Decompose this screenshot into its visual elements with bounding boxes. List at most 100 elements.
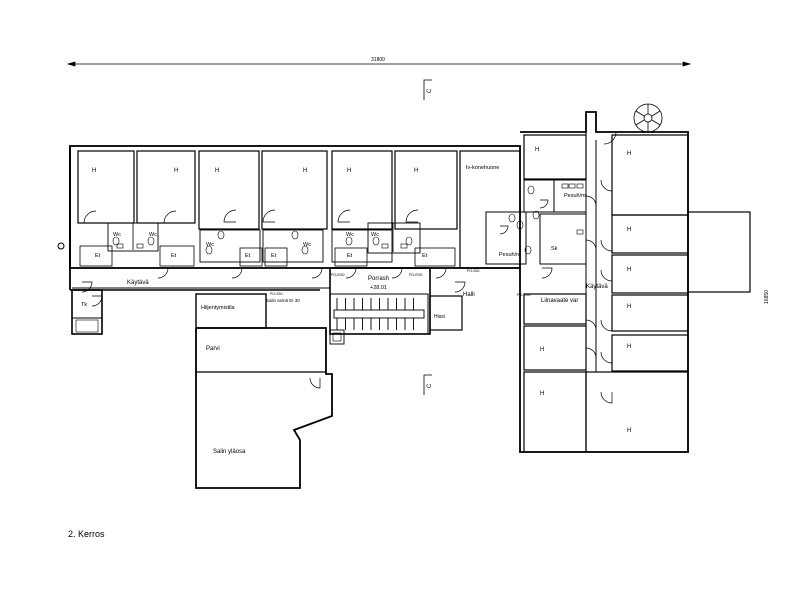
toilet-fixture bbox=[527, 185, 535, 195]
room-label-wc: Wc bbox=[149, 232, 157, 238]
door-swing bbox=[435, 267, 447, 279]
door-swing bbox=[231, 267, 243, 279]
door-swing bbox=[541, 267, 553, 279]
wall-rect bbox=[77, 150, 135, 224]
room-label-h: H bbox=[92, 168, 96, 174]
wall-rect bbox=[75, 319, 99, 333]
wall-rect bbox=[329, 293, 429, 335]
room-labels: H H H H H H H H H H H H H H H Wc Wc Wc W… bbox=[81, 147, 631, 455]
wall-rect bbox=[523, 371, 587, 453]
room-label-h: H bbox=[347, 168, 351, 174]
room-label-salin-ylaosa: Salin yläosa bbox=[213, 449, 246, 455]
section-mark-bottom bbox=[423, 374, 432, 395]
door-swing bbox=[81, 281, 93, 293]
door-swing bbox=[499, 225, 509, 235]
room-label-porrash: Porrash bbox=[368, 276, 389, 282]
room-label-et: Et bbox=[271, 253, 277, 259]
sink-fixture bbox=[116, 243, 124, 249]
wall-rect bbox=[429, 295, 463, 331]
toilet-fixture bbox=[372, 236, 380, 246]
wall-rect bbox=[261, 150, 328, 230]
door-swing bbox=[603, 131, 617, 145]
room-label-h: H bbox=[540, 391, 544, 397]
wall-note-salin-seina: Salin seinä EI 30 bbox=[266, 298, 300, 303]
door-swing bbox=[454, 281, 466, 293]
wall-rect bbox=[159, 245, 195, 267]
room-label-h: H bbox=[215, 168, 219, 174]
door-swing bbox=[83, 210, 97, 224]
wall-rect bbox=[485, 211, 527, 265]
room-label-kaytava-east: Käytävä bbox=[586, 284, 608, 290]
wall-outline bbox=[195, 327, 333, 489]
door-swing bbox=[539, 199, 549, 209]
wall-rect bbox=[367, 222, 421, 254]
sink-fixture bbox=[381, 243, 389, 249]
stair-treads bbox=[333, 298, 425, 330]
room-label-pesuh-m: Pesuh/m bbox=[564, 193, 586, 199]
spiral-stair bbox=[633, 103, 663, 133]
room-label-h: H bbox=[627, 267, 631, 273]
toilet-fixture bbox=[405, 236, 413, 246]
wall-rect bbox=[331, 229, 393, 263]
room-level-porrash: +28.01 bbox=[370, 285, 387, 291]
wall-rect bbox=[264, 247, 288, 267]
door-swing bbox=[585, 239, 597, 251]
wall-rect bbox=[136, 150, 196, 224]
door-swing bbox=[309, 377, 321, 389]
door-swing bbox=[600, 391, 613, 404]
sink-fixture bbox=[136, 243, 144, 249]
room-label-h: H bbox=[540, 347, 544, 353]
fire-door-label: PO-S30 bbox=[270, 292, 283, 296]
room-label-h: H bbox=[303, 168, 307, 174]
door-swings bbox=[81, 131, 617, 404]
room-label-tk: Tk bbox=[81, 302, 87, 308]
fire-door-label: PO-EI30 bbox=[409, 273, 422, 277]
reference-circle bbox=[57, 242, 65, 250]
wall-outline bbox=[519, 111, 689, 453]
wall-rect bbox=[199, 229, 261, 263]
door-swing bbox=[223, 209, 237, 223]
wall-rect bbox=[331, 150, 393, 230]
toilet-fixture bbox=[291, 230, 299, 240]
wall-rect bbox=[195, 293, 267, 329]
sink-fixture bbox=[576, 229, 584, 235]
room-label-liinavaatevar: Liinavaate var bbox=[541, 298, 578, 304]
wall-rect bbox=[332, 332, 342, 342]
walls bbox=[69, 111, 751, 489]
door-swing bbox=[163, 210, 177, 224]
door-swing bbox=[600, 351, 613, 364]
fire-door-label: PO-EI30 bbox=[517, 293, 530, 297]
room-label-hiljentymistila: Hiljentymistila bbox=[201, 305, 236, 311]
room-label-et: Et bbox=[347, 253, 353, 259]
toilet-fixture bbox=[217, 230, 225, 240]
toilet-fixture bbox=[112, 236, 120, 246]
wall-rect bbox=[198, 150, 260, 230]
toilet-fixture bbox=[205, 245, 213, 255]
sink-fixture bbox=[576, 183, 584, 189]
wall-rect bbox=[79, 245, 113, 267]
wall-rect bbox=[71, 289, 103, 335]
stair-landing bbox=[333, 309, 425, 319]
sink-fixture bbox=[568, 183, 576, 189]
toilet-fixture bbox=[508, 213, 516, 223]
room-label-parvi: Parvi bbox=[206, 346, 220, 352]
room-label-h: H bbox=[627, 304, 631, 310]
wall-rect bbox=[523, 325, 587, 371]
wall-rect bbox=[523, 134, 587, 180]
wall-rect bbox=[329, 329, 345, 345]
overall-width-label: 31800 bbox=[371, 57, 385, 63]
room-label-kaytava-west: Käytävä bbox=[127, 280, 149, 286]
room-label-h: H bbox=[535, 147, 539, 153]
toilet-fixture bbox=[532, 210, 540, 220]
fire-door-label: PO-S30 bbox=[467, 269, 480, 273]
room-label-iv-konehuone: Iv-konehuone bbox=[466, 165, 499, 171]
door-swing bbox=[585, 347, 597, 359]
wall-rect bbox=[585, 371, 689, 453]
room-label-h: H bbox=[627, 428, 631, 434]
toilet-fixture bbox=[301, 245, 309, 255]
room-label-wc: Wc bbox=[371, 232, 379, 238]
room-label-h: H bbox=[414, 168, 418, 174]
wall-rect bbox=[687, 211, 751, 293]
room-label-et: Et bbox=[171, 253, 177, 259]
door-swing bbox=[311, 267, 323, 279]
